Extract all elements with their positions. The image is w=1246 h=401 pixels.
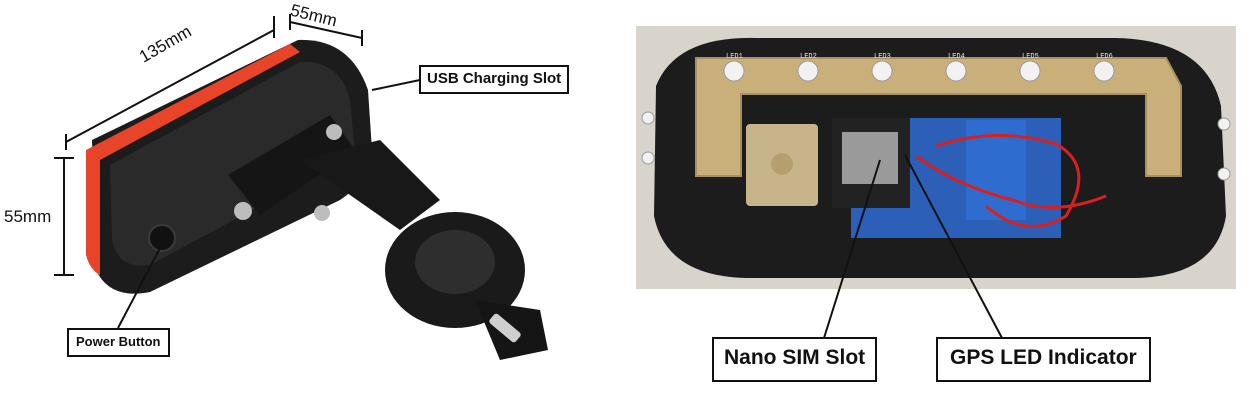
pcb-illustration: LED1 LED2 LED3 LED4 LED5 LED6 bbox=[641, 37, 1231, 278]
side-led-right-bottom bbox=[1217, 167, 1231, 181]
power-button-shape bbox=[148, 224, 176, 252]
screw-top bbox=[326, 124, 342, 140]
tracker-illustration bbox=[54, 14, 548, 360]
power-button-callout: Power Button bbox=[67, 328, 170, 357]
width-dimension-line bbox=[289, 21, 363, 39]
led-5 bbox=[1019, 60, 1041, 82]
power-leader-line bbox=[117, 247, 161, 329]
led-1 bbox=[723, 60, 745, 82]
usb-leader-line bbox=[371, 79, 421, 91]
pcb-label-led4: LED4 bbox=[948, 53, 965, 61]
length-dimension-line bbox=[65, 29, 275, 143]
led-row bbox=[723, 60, 1115, 82]
pcb-label-led5: LED5 bbox=[1022, 53, 1039, 61]
bracket-arm bbox=[300, 140, 440, 230]
height-dimension-label: 55mm bbox=[4, 207, 52, 226]
screw-bolt bbox=[489, 313, 521, 343]
product-photo-right: LED1 LED2 LED3 LED4 LED5 LED6 bbox=[636, 26, 1236, 289]
red-wire bbox=[935, 134, 1081, 228]
screw-left bbox=[234, 202, 252, 220]
led-2 bbox=[797, 60, 819, 82]
pcb-label-led6: LED6 bbox=[1096, 53, 1113, 61]
led-6 bbox=[1093, 60, 1115, 82]
bracket-plate bbox=[228, 115, 355, 215]
nano-sim-slot-callout: Nano SIM Slot bbox=[712, 337, 878, 382]
led-4 bbox=[945, 60, 967, 82]
pcb-label-led2: LED2 bbox=[800, 53, 817, 61]
gps-antenna-center bbox=[771, 153, 793, 175]
usb-charging-slot-callout: USB Charging Slot bbox=[419, 65, 570, 94]
pcb-label-led3: LED3 bbox=[874, 53, 891, 61]
side-led-left-top bbox=[641, 111, 655, 125]
side-led-right-top bbox=[1217, 117, 1231, 131]
led-3 bbox=[871, 60, 893, 82]
led-pcb-board bbox=[695, 57, 1182, 177]
clamp-opening bbox=[415, 230, 495, 294]
pcb-label-led1: LED1 bbox=[726, 53, 743, 61]
side-led-left-bottom bbox=[641, 151, 655, 165]
screw-middle bbox=[314, 205, 330, 221]
gps-led-indicator-callout: GPS LED Indicator bbox=[936, 337, 1151, 382]
tracker-face bbox=[110, 61, 355, 266]
nano-sim-slot-shape bbox=[842, 132, 898, 184]
